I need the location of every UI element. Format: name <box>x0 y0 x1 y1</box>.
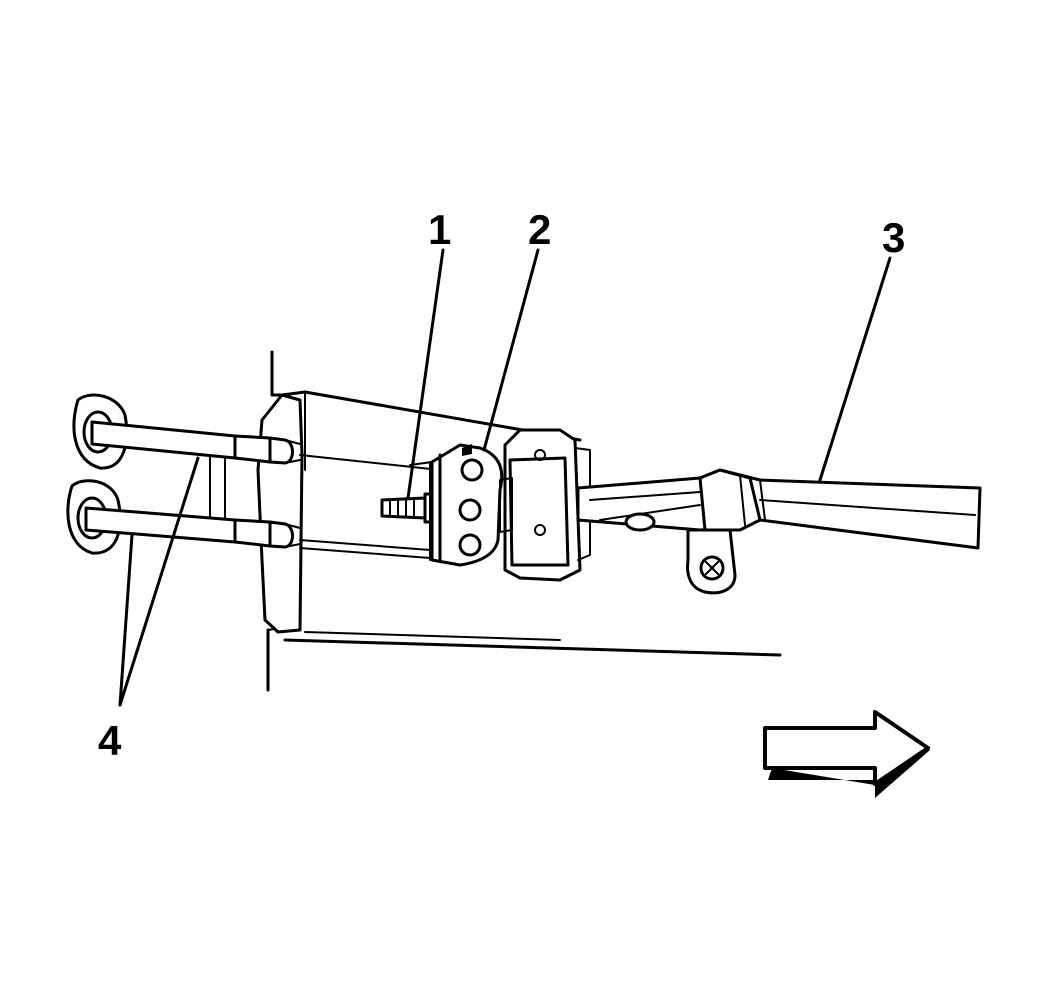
callout-1: 1 <box>428 206 451 253</box>
bolt-lower <box>66 479 301 555</box>
leader-3 <box>818 256 892 482</box>
callout-3: 3 <box>882 214 905 261</box>
check-link-housing <box>499 428 591 582</box>
check-link-arm <box>576 468 982 595</box>
door-panel <box>266 350 782 692</box>
arrow-right-icon <box>763 710 930 798</box>
leader-4b <box>118 533 134 707</box>
leader-4a <box>118 456 200 707</box>
leader-lines <box>118 248 892 707</box>
callout-4: 4 <box>98 717 122 764</box>
leader-2 <box>482 248 540 452</box>
leader-1 <box>406 248 445 500</box>
bolt-upper <box>72 393 301 470</box>
callout-2: 2 <box>528 206 551 253</box>
